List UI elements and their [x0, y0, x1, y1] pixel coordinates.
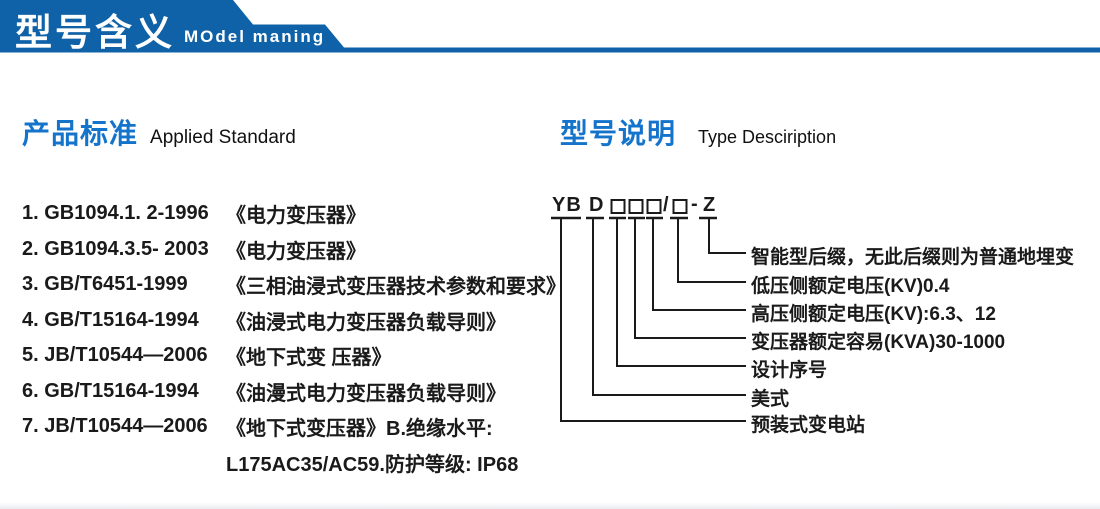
- standard-row: 3. GB/T6451-1999 《三相油浸式变压器技术参数和要求》: [22, 267, 566, 303]
- page-subtitle: MOdel maning: [184, 27, 326, 46]
- diagram-label-suffix: 智能型后缀，无此后缀则为普通地埋变: [751, 247, 1075, 268]
- header-banner: [0, 0, 1100, 53]
- standard-row-continuation: L175AC35/AC59.防护等级: IP68: [22, 445, 566, 481]
- placeholder-box: [628, 199, 644, 214]
- standard-code: 4. GB/T15164-1994: [22, 308, 199, 331]
- model-code-yb: YB: [552, 194, 582, 216]
- standard-title: 《电力变压器》: [226, 205, 366, 228]
- diagram-label-american-style: 美式: [751, 389, 790, 410]
- model-code-slash: /: [663, 194, 669, 216]
- model-code-dash: -: [691, 193, 698, 215]
- section-title-standards-cn: 产品标准: [22, 118, 139, 149]
- standard-code: 6. GB/T15164-1994: [22, 379, 199, 402]
- header-banner-shape: [0, 0, 1100, 53]
- diagram-label-design-serial: 设计序号: [751, 360, 828, 381]
- section-title-type-en: Type Desciription: [698, 127, 837, 147]
- standard-code: 2. GB1094.3.5- 2003: [22, 237, 209, 260]
- section-title-standards-en: Applied Standard: [150, 127, 296, 148]
- standard-code: 3. GB/T6451-1999: [22, 273, 188, 296]
- standard-row: 4. GB/T15164-1994 《油浸式电力变压器负载导则》: [22, 303, 566, 339]
- placeholder-box: [646, 199, 662, 214]
- section-title-type: 型号说明 Type Desciription: [560, 112, 836, 152]
- standards-list: 1. GB1094.1. 2-1996 《电力变压器》 2. GB1094.3.…: [22, 196, 566, 480]
- standard-title: 《三相油浸式变压器技术参数和要求》: [226, 276, 566, 299]
- diagram-label-hv-voltage: 高压侧额定电压(KV):6.3、12: [751, 304, 996, 325]
- section-title-type-cn: 型号说明: [560, 118, 677, 149]
- standard-title: 《油浸式电力变压器负载导则》: [226, 311, 506, 334]
- placeholder-box: [672, 199, 688, 214]
- standard-title: 《油漫式电力变压器负载导则》: [226, 382, 506, 405]
- section-title-standards: 产品标准 Applied Standard: [22, 112, 296, 152]
- diagram-label-capacity: 变压器额定容易(KVA)30-1000: [751, 332, 1006, 353]
- model-code-d: D: [589, 194, 604, 216]
- standard-row: 2. GB1094.3.5- 2003 《电力变压器》: [22, 232, 566, 268]
- diagram-label-prefab-substation: 预装式变电站: [751, 415, 866, 436]
- standard-row: 1. GB1094.1. 2-1996 《电力变压器》: [22, 196, 566, 232]
- placeholder-box: [610, 199, 626, 214]
- standard-title: L175AC35/AC59.防护等级: IP68: [226, 453, 519, 476]
- standard-title: 《地下式变 压器》: [226, 347, 392, 370]
- standard-row: 6. GB/T15164-1994 《油漫式电力变压器负载导则》: [22, 374, 566, 410]
- standard-row: 5. JB/T10544—2006 《地下式变 压器》: [22, 338, 566, 374]
- standard-title: 《地下式变压器》B.绝缘水平:: [226, 418, 493, 441]
- page-title: 型号含义: [15, 12, 175, 53]
- model-code-z: Z: [703, 194, 716, 216]
- bottom-gradient: [0, 502, 1100, 509]
- diagram-label-lv-voltage: 低压侧额定电压(KV)0.4: [751, 276, 950, 297]
- standard-row: 7. JB/T10544—2006 《地下式变压器》B.绝缘水平:: [22, 409, 566, 445]
- standard-code: 5. JB/T10544—2006: [22, 344, 208, 367]
- standard-title: 《电力变压器》: [226, 240, 366, 263]
- standard-code: 1. GB1094.1. 2-1996: [22, 202, 209, 225]
- standard-code: 7. JB/T10544—2006: [22, 415, 208, 438]
